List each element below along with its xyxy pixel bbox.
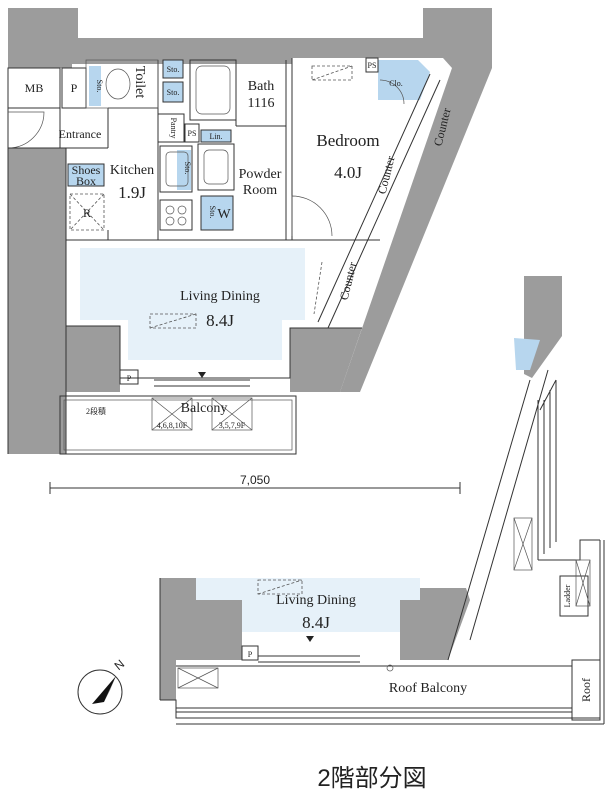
kitchen-size: 1.9J	[118, 183, 146, 202]
mb-label: MB	[25, 81, 44, 95]
roof-label: Roof	[579, 678, 593, 702]
counter-label: Counter	[375, 155, 398, 196]
p-label: P	[71, 81, 78, 95]
linen-label: Lin.	[209, 132, 222, 141]
powder-room-label: Room	[243, 183, 277, 198]
living-dining-2f-size: 8.4J	[302, 613, 330, 632]
living-dining-2f-label: Living Dining	[276, 593, 356, 608]
p-label: P	[248, 650, 253, 659]
bedroom-size: 4.0J	[334, 163, 362, 182]
compass-north-label: N	[112, 657, 128, 673]
dimension-line	[49, 482, 461, 494]
sto-label: Sto.	[208, 206, 217, 219]
balcony-label: Balcony	[181, 401, 228, 416]
shoes-box-label: Box	[76, 174, 96, 188]
washer-label: W	[217, 207, 231, 222]
width-dimension: 7,050	[240, 473, 270, 487]
compass	[77, 669, 123, 715]
counter-label: Counter	[337, 261, 360, 302]
closet-label: Clo.	[389, 79, 403, 88]
powder-room-label: Powder	[239, 167, 282, 182]
living-dining-size: 8.4J	[206, 311, 234, 330]
bath-size: 1116	[248, 96, 275, 111]
lower-plan-lines	[159, 338, 605, 725]
sto-label: Sto.	[167, 88, 180, 97]
roof-balcony-label: Roof Balcony	[389, 681, 467, 696]
sto-label: Sto.	[95, 80, 104, 93]
ps-label: PS	[188, 129, 197, 138]
ladder-label: Ladder	[563, 584, 572, 607]
floor-note: 4,6,8,10F	[157, 421, 188, 430]
upper-plan-lines	[7, 57, 441, 455]
upper-plan-walls	[8, 8, 492, 454]
kitchen-label: Kitchen	[110, 163, 154, 178]
ps-label: PS	[368, 61, 377, 70]
sto-label: Sto.	[183, 162, 192, 175]
bedroom-label: Bedroom	[316, 131, 379, 150]
plan-caption: 2階部分図	[317, 765, 426, 792]
refrigerator-label: R	[83, 206, 91, 220]
upper-plan-tints	[68, 60, 430, 360]
shoes-box-label: Shoes	[72, 163, 101, 177]
sto-label: Sto.	[167, 65, 180, 74]
entrance-label: Entrance	[59, 127, 102, 141]
toilet-label: Toilet	[132, 66, 147, 99]
floor-note: 3,5,7,9F	[219, 421, 246, 430]
stack-note: 2段積	[86, 406, 106, 416]
pantry-label: Pantry	[169, 118, 178, 139]
living-dining-label: Living Dining	[180, 289, 260, 304]
bath-label: Bath	[248, 79, 274, 94]
p-label: P	[127, 374, 132, 383]
